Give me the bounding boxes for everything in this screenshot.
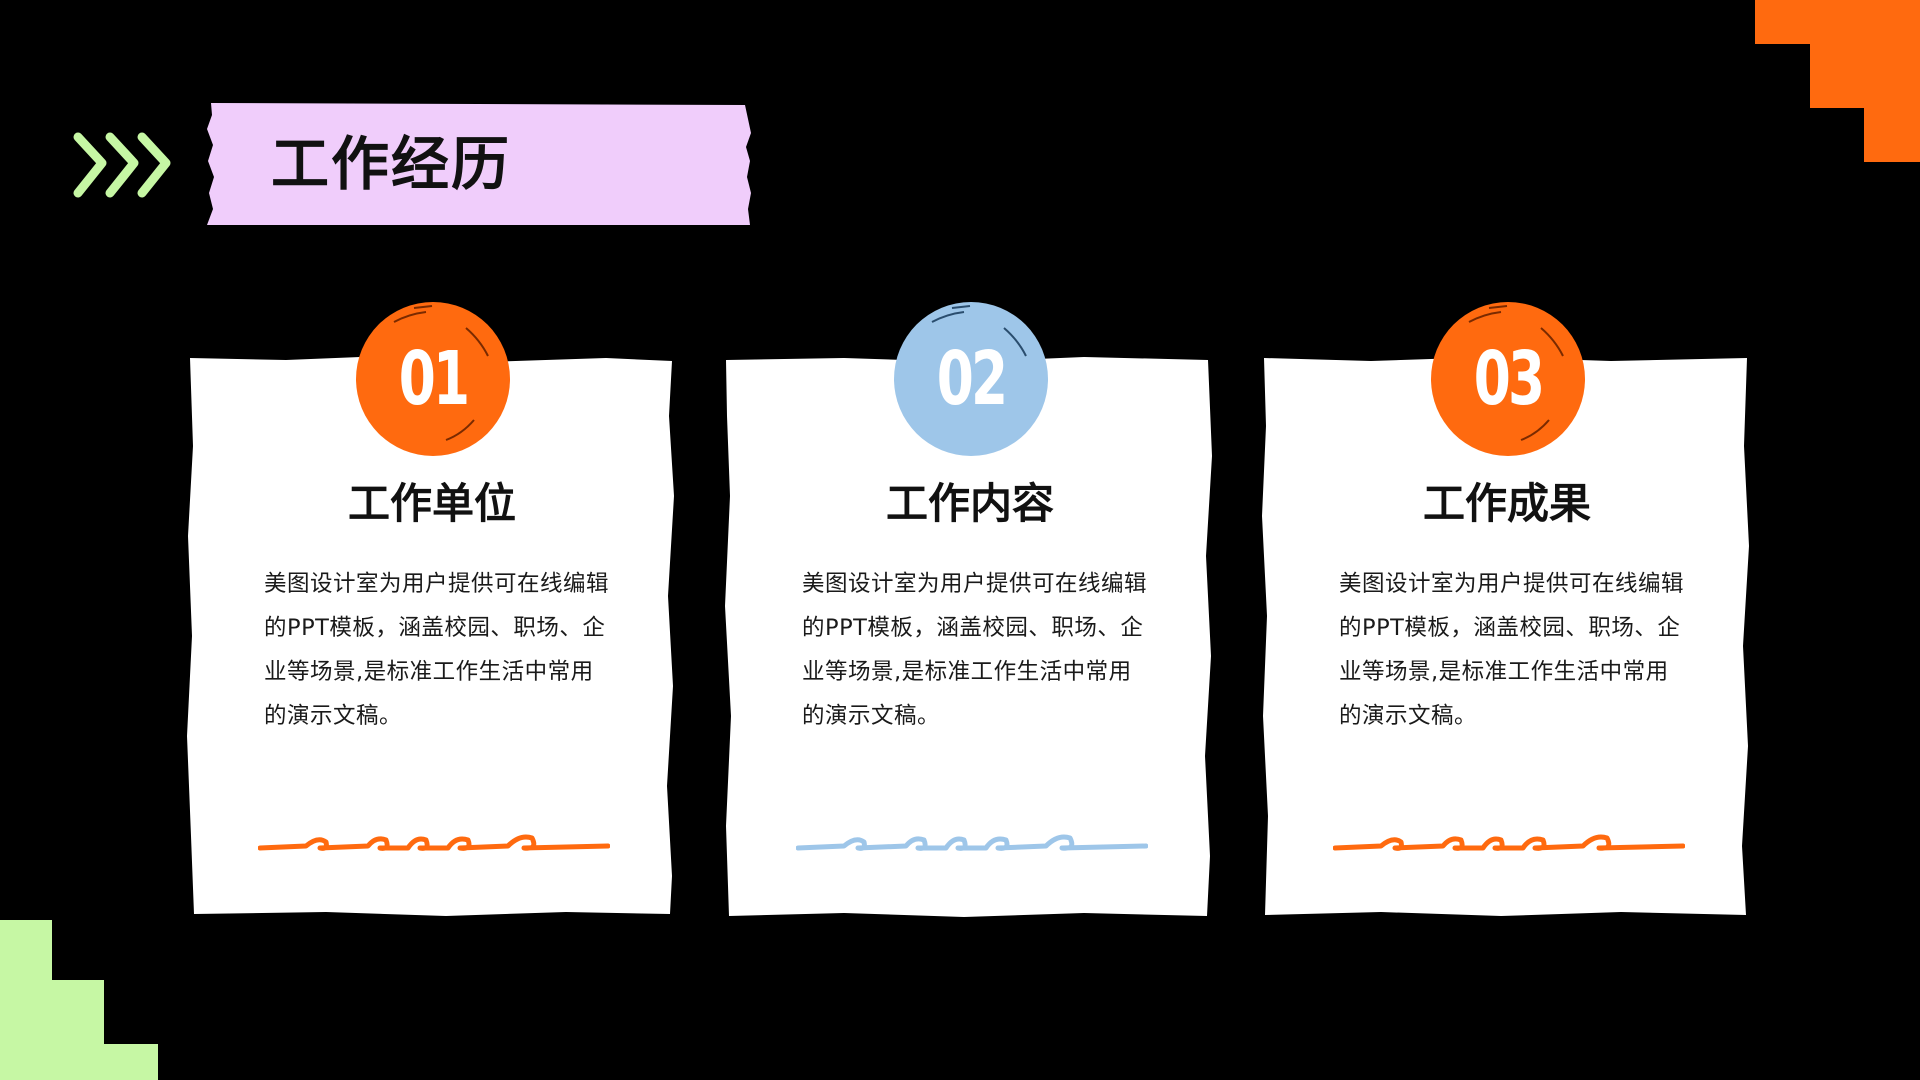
card-number: 03 — [1473, 336, 1545, 422]
number-badge: 02 — [892, 300, 1050, 458]
orange-step-decoration — [1755, 0, 1920, 162]
card-description: 美图设计室为用户提供可在线编辑的PPT模板，涵盖校园、职场、企业等场景,是标准工… — [264, 571, 610, 729]
number-badge: 01 — [354, 300, 512, 458]
experience-card-2: 02 工作内容 美图设计室为用户提供可在线编辑的PPT模板，涵盖校园、职场、企业… — [724, 302, 1216, 918]
chevrons-icon — [73, 132, 171, 198]
squiggle-divider — [1333, 834, 1685, 851]
experience-card-3: 03 工作成果 美图设计室为用户提供可在线编辑的PPT模板，涵盖校园、职场、企业… — [1261, 302, 1753, 918]
squiggle-divider — [258, 834, 610, 851]
green-step-decoration — [0, 920, 158, 1080]
card-number: 01 — [398, 336, 470, 422]
number-badge: 03 — [1429, 300, 1587, 458]
card-title: 工作内容 — [885, 479, 1054, 528]
card-title: 工作成果 — [1422, 479, 1591, 528]
page-title: 工作经历 — [271, 130, 512, 198]
card-description: 美图设计室为用户提供可在线编辑的PPT模板，涵盖校园、职场、企业等场景,是标准工… — [1339, 571, 1685, 729]
experience-card-1: 01 工作单位 美图设计室为用户提供可在线编辑的PPT模板，涵盖校园、职场、企业… — [186, 302, 678, 918]
card-number: 02 — [936, 336, 1008, 422]
squiggle-divider — [796, 834, 1148, 851]
card-description: 美图设计室为用户提供可在线编辑的PPT模板，涵盖校园、职场、企业等场景,是标准工… — [802, 571, 1148, 729]
card-title: 工作单位 — [347, 479, 516, 528]
title-banner: 工作经历 — [205, 101, 753, 227]
